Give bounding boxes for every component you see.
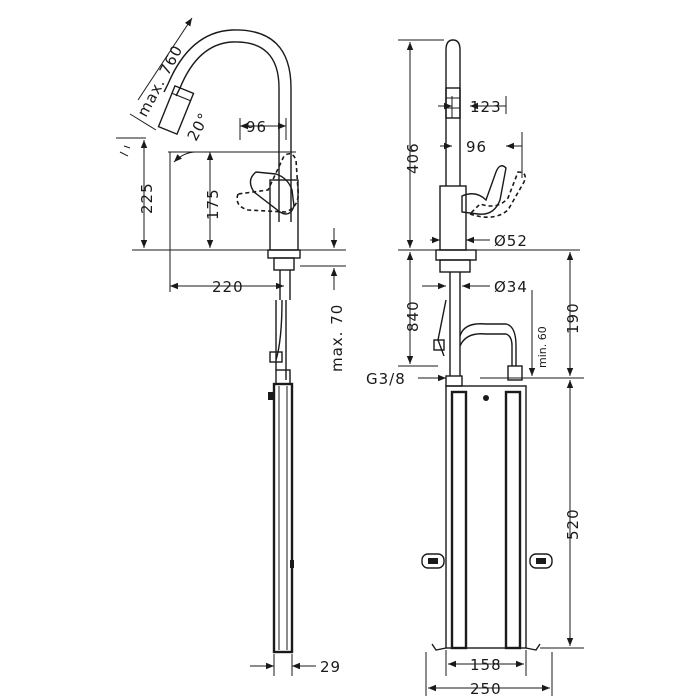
spout-arc — [175, 41, 280, 222]
dim-520: 520 — [564, 508, 582, 540]
dim-min-60: min. 60 — [536, 326, 549, 368]
front-view: 406 123 96 Ø52 Ø34 840 190 min. 60 — [366, 39, 584, 698]
dia-52: Ø52 — [494, 232, 528, 250]
front-spout — [445, 39, 461, 186]
lever-alt-position — [236, 152, 300, 213]
dia-34: Ø34 — [494, 278, 528, 296]
front-supply-hose — [459, 323, 517, 366]
dim-max-760: max. 760 — [134, 42, 187, 120]
dim-max-70: max. 70 — [328, 304, 346, 372]
dim-158: 158 — [470, 656, 502, 674]
dim-225: 225 — [138, 182, 156, 214]
dim-96-side: 96 — [246, 118, 267, 136]
dim-angle-20: 20° — [184, 109, 214, 144]
lever — [249, 171, 295, 215]
front-lever — [461, 165, 507, 215]
dim-175: 175 — [204, 188, 222, 220]
front-lever-alt — [468, 171, 526, 218]
mounting-clip-left — [421, 553, 445, 569]
mounting-clip-right — [529, 553, 553, 569]
thread-g3-8: G3/8 — [366, 370, 406, 388]
dim-123: 123 — [470, 98, 502, 116]
dim-96-front: 96 — [466, 138, 487, 156]
pull-out-hose — [272, 382, 294, 654]
dim-840: 840 — [404, 300, 422, 332]
dim-220: 220 — [212, 278, 244, 296]
spray-head — [157, 84, 195, 136]
under-sink-box — [445, 385, 527, 649]
dim-250: 250 — [470, 680, 502, 698]
dim-190: 190 — [564, 302, 582, 334]
faucet-body — [269, 179, 299, 251]
dim-406: 406 — [404, 142, 422, 174]
side-view: max. 760 20° 96 225 175 220 max. 70 — [116, 17, 346, 676]
dim-29: 29 — [320, 658, 341, 676]
